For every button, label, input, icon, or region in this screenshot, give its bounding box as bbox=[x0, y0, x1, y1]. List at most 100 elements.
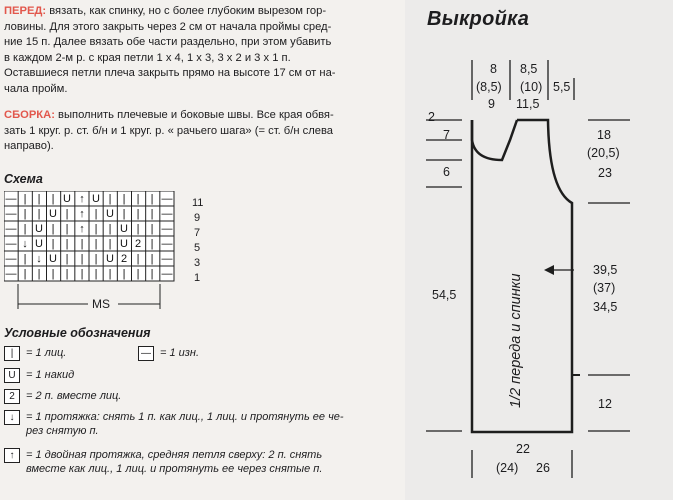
svg-text:|: | bbox=[109, 268, 112, 280]
svg-text:|: | bbox=[66, 253, 69, 265]
right-34-5: 34,5 bbox=[593, 300, 618, 314]
svg-text:|: | bbox=[38, 268, 41, 280]
svg-text:U: U bbox=[35, 223, 43, 235]
top-11-5: 11,5 bbox=[516, 97, 540, 111]
svg-text:|: | bbox=[137, 268, 140, 280]
front-line-5: Оставшиеся петли плеча закрыть прямо на … bbox=[4, 67, 336, 80]
legend-purl: — = 1 изн. bbox=[138, 346, 258, 361]
svg-text:2: 2 bbox=[121, 253, 127, 265]
left-2: 2 bbox=[428, 110, 435, 124]
svg-text:U: U bbox=[49, 208, 57, 220]
svg-text:|: | bbox=[123, 208, 126, 220]
scheme-title: Схема bbox=[4, 172, 43, 186]
svg-text:|: | bbox=[123, 193, 126, 205]
svg-text:—: — bbox=[162, 208, 173, 220]
svg-text:|: | bbox=[24, 193, 27, 205]
assembly-heading: СБОРКА: bbox=[4, 109, 55, 121]
pattern-title: Выкройка bbox=[427, 8, 530, 30]
svg-text:—: — bbox=[162, 238, 173, 250]
svg-text:|: | bbox=[66, 223, 69, 235]
legend-pull-line-1: = 1 протяжка: снять 1 п. как лиц., 1 лиц… bbox=[26, 411, 344, 423]
legend-title: Условные обозначения bbox=[4, 326, 151, 340]
svg-text:|: | bbox=[137, 223, 140, 235]
front-line-1: вязать, как спинку, но с более глубоким … bbox=[49, 5, 327, 17]
svg-text:|: | bbox=[66, 268, 69, 280]
svg-text:|: | bbox=[151, 193, 154, 205]
svg-text:|: | bbox=[109, 193, 112, 205]
rotated-label: 1/2 переда и спинки bbox=[508, 273, 524, 408]
svg-text:|: | bbox=[95, 223, 98, 235]
svg-text:U: U bbox=[106, 253, 114, 265]
pattern-outline bbox=[470, 118, 574, 434]
svg-text:U: U bbox=[92, 193, 100, 205]
top-5-5: 5,5 bbox=[553, 80, 571, 94]
legend-double-line-1: = 1 двойная протяжка, средняя петля свер… bbox=[26, 449, 323, 461]
svg-text:|: | bbox=[24, 253, 27, 265]
svg-text:—: — bbox=[6, 268, 17, 280]
front-paragraph: ПЕРЕД: вязать, как спинку, но с более гл… bbox=[4, 4, 400, 98]
purl-symbol-icon: — bbox=[138, 346, 154, 361]
svg-text:|: | bbox=[137, 208, 140, 220]
yarnover-symbol-icon: U bbox=[4, 368, 20, 383]
legend-yarnover-text: = 1 накид bbox=[26, 369, 75, 381]
svg-text:↓: ↓ bbox=[22, 238, 28, 250]
svg-text:|: | bbox=[137, 193, 140, 205]
row-number-7: 7 bbox=[194, 227, 201, 239]
top-8-5-paren: (8,5) bbox=[476, 80, 502, 94]
svg-text:|: | bbox=[151, 238, 154, 250]
right-20-5: (20,5) bbox=[587, 146, 620, 160]
right-23: 23 bbox=[598, 166, 612, 180]
svg-text:|: | bbox=[66, 238, 69, 250]
legend-knit-text: = 1 лиц. bbox=[26, 347, 67, 359]
front-line-3: ние 15 п. Далее вязать обе части раздель… bbox=[4, 36, 332, 49]
svg-text:|: | bbox=[38, 193, 41, 205]
front-line-4: в каждом 2-м р. с края петли 1 х 4, 1 х … bbox=[4, 51, 291, 64]
svg-text:—: — bbox=[162, 268, 173, 280]
svg-text:|: | bbox=[109, 223, 112, 235]
svg-text:|: | bbox=[95, 253, 98, 265]
svg-text:|: | bbox=[52, 193, 55, 205]
bottom-26: 26 bbox=[536, 461, 550, 475]
svg-text:↑: ↑ bbox=[79, 208, 85, 220]
svg-text:U: U bbox=[106, 208, 114, 220]
legend-pull-line-2: рез снятую п. bbox=[26, 425, 99, 437]
svg-text:|: | bbox=[24, 268, 27, 280]
svg-text:U: U bbox=[63, 193, 71, 205]
legend-yarnover: U = 1 накид bbox=[4, 368, 400, 383]
left-7: 7 bbox=[443, 128, 450, 142]
svg-text:—: — bbox=[6, 208, 17, 220]
right-18: 18 bbox=[597, 128, 611, 142]
pull-symbol-icon: ↓ bbox=[4, 410, 20, 425]
svg-text:|: | bbox=[52, 223, 55, 235]
svg-text:|: | bbox=[95, 208, 98, 220]
front-heading: ПЕРЕД: bbox=[4, 5, 47, 17]
svg-text:|: | bbox=[52, 238, 55, 250]
svg-text:U: U bbox=[120, 238, 128, 250]
svg-text:|: | bbox=[123, 268, 126, 280]
svg-text:—: — bbox=[6, 253, 17, 265]
left-54-5: 54,5 bbox=[432, 288, 457, 302]
svg-text:—: — bbox=[6, 238, 17, 250]
svg-text:—: — bbox=[162, 253, 173, 265]
svg-text:U: U bbox=[120, 223, 128, 235]
svg-text:U: U bbox=[35, 238, 43, 250]
ms-label: MS bbox=[92, 297, 110, 311]
double-pull-symbol-icon: ↑ bbox=[4, 448, 20, 463]
left-6: 6 bbox=[443, 165, 450, 179]
row-number-1: 1 bbox=[194, 272, 201, 284]
legend-double-pull: ↑ = 1 двойная протяжка, средняя петля св… bbox=[4, 448, 400, 476]
svg-text:—: — bbox=[162, 223, 173, 235]
svg-text:↑: ↑ bbox=[79, 223, 85, 235]
svg-text:—: — bbox=[6, 223, 17, 235]
instructions-column: ПЕРЕД: вязать, как спинку, но с более гл… bbox=[3, 4, 400, 476]
svg-text:|: | bbox=[81, 238, 84, 250]
svg-text:|: | bbox=[109, 238, 112, 250]
bottom-24: (24) bbox=[496, 461, 519, 475]
top-9: 9 bbox=[488, 97, 495, 111]
assembly-line-3: направо). bbox=[4, 140, 54, 153]
legend-k2tog: 2 = 2 п. вместе лиц. bbox=[4, 389, 400, 404]
svg-text:U: U bbox=[49, 253, 57, 265]
front-line-6: чала пройм. bbox=[4, 82, 68, 95]
legend-purl-text: = 1 изн. bbox=[160, 347, 199, 359]
